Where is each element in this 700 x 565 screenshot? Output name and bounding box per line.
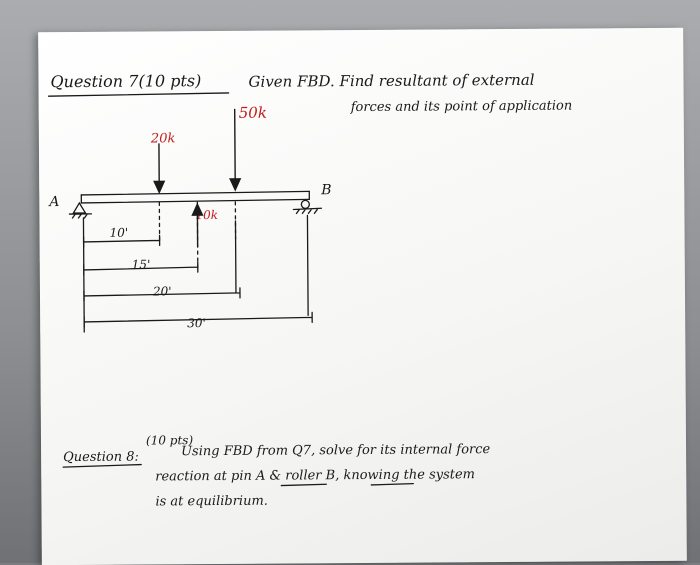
pin-ground-a [69,214,91,218]
pin-support-a [73,203,85,213]
guide-b [307,215,308,315]
paper-sheet: Question 7 (10 pts) Given FBD. Find resu… [38,28,687,565]
roller-ground-b [293,208,321,213]
pin-a-underline [281,484,326,485]
roller-b-underline [371,484,413,485]
beam-bottom [81,199,309,203]
roller-b [301,200,309,208]
dim-line-20 [84,288,240,301]
dim-line-15 [84,262,198,275]
force-arrow-50k [235,109,236,187]
beam-top [81,191,309,195]
dim-line-10 [84,235,160,247]
dim-line-30 [84,312,312,327]
beam-diagram [38,28,687,565]
guide-50k [235,221,236,293]
q7-underline [49,93,229,96]
q8-underline [63,465,141,468]
